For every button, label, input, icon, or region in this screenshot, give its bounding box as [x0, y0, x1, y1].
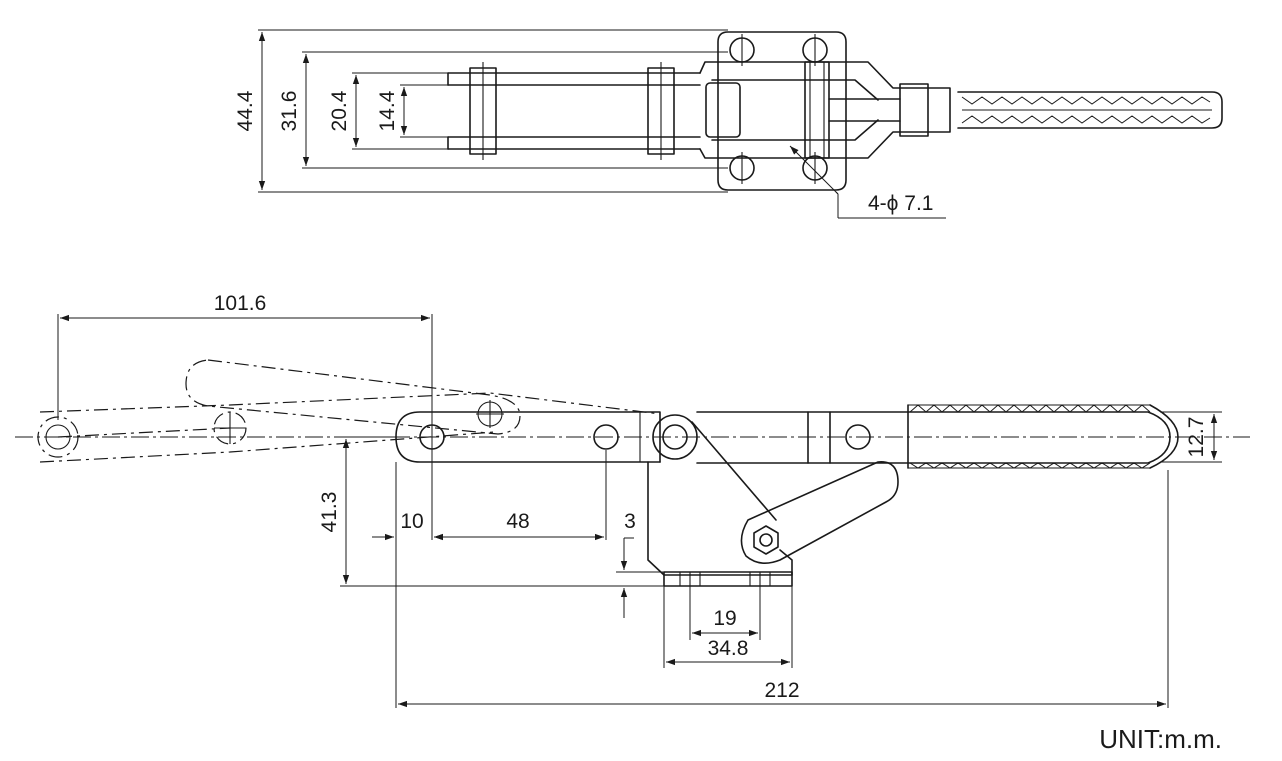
dim-offset-10: 10 — [400, 510, 423, 533]
dim-gap-3: 3 — [624, 510, 636, 533]
dim-hole-callout: 4-ϕ 7.1 — [868, 192, 933, 215]
dim-overall-width: 44.4 — [234, 90, 257, 131]
dim-base-width: 31.6 — [278, 91, 301, 132]
dim-arm-width: 20.4 — [328, 90, 351, 131]
top-extension-lines — [258, 29, 728, 193]
side-view: 101.6 12.7 41.3 10 48 3 19 34.8 — [15, 292, 1250, 708]
handle-lever — [696, 404, 1179, 469]
mounting-holes — [729, 34, 828, 184]
unit-label: UNIT:m.m. — [1099, 724, 1222, 754]
base-plate — [717, 31, 847, 191]
top-handle-grip — [957, 91, 1223, 129]
top-view: 44.4 31.6 20.4 14.4 4-ϕ 7.1 — [234, 29, 1223, 219]
dim-overall-length: 212 — [764, 679, 799, 702]
dim-hole-spacing: 19 — [713, 607, 736, 630]
linkage-body — [699, 61, 951, 159]
dim-open-reach: 101.6 — [214, 292, 267, 315]
clamp-body — [647, 414, 793, 587]
dim-height: 41.3 — [318, 492, 341, 533]
connecting-link — [740, 461, 899, 564]
dim-handle-dia: 12.7 — [1185, 417, 1208, 458]
rollers — [469, 62, 675, 160]
dim-inner-width: 14.4 — [376, 90, 399, 131]
open-position-phantom — [37, 359, 661, 463]
dim-base-length: 34.8 — [708, 637, 749, 660]
arm-rails — [447, 72, 701, 150]
dim-span-48: 48 — [506, 510, 529, 533]
